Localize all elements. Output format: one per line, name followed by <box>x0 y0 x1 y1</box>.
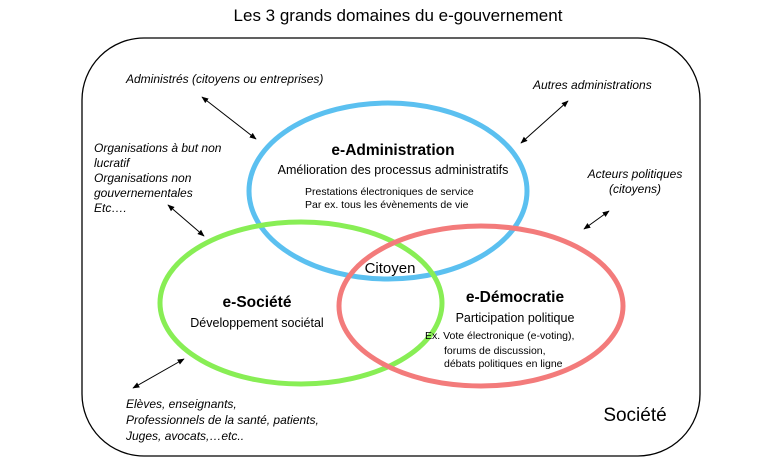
arrow-autres-administrations <box>520 100 569 144</box>
arrow-administres <box>201 96 257 140</box>
actor-societe: Elèves, enseignants, <box>126 397 237 411</box>
actor-societe: Professionnels de la santé, patients, <box>126 413 319 427</box>
democratie-subtitle: Participation politique <box>456 311 575 325</box>
actor-organisations: lucratif <box>94 156 131 170</box>
societe-subtitle: Développement sociétal <box>190 316 323 330</box>
frame-label: Société <box>603 405 666 426</box>
actor-administres: Administrés (citoyens ou entreprises) <box>125 72 323 86</box>
administration-circle <box>246 100 530 282</box>
center-label: Citoyen <box>365 260 416 277</box>
actor-autres-administrations: Autres administrations <box>532 78 652 92</box>
arrow-politiques <box>583 210 610 230</box>
actor-politiques: (citoyens) <box>609 182 661 196</box>
actor-organisations: Organisations à but non <box>94 141 222 155</box>
actor-societe: Juges, avocats,…etc.. <box>125 429 244 443</box>
society-frame <box>81 37 701 457</box>
administration-subtitle: Amélioration des processus administratif… <box>278 163 509 177</box>
democratie-detail: Ex. Vote électronique (e-voting), <box>425 330 574 342</box>
actor-organisations: gouvernementales <box>94 186 193 200</box>
societe-title: e-Société <box>223 294 292 311</box>
administration-detail: Par ex. tous les évènements de vie <box>305 199 469 211</box>
arrow-societe <box>132 358 185 389</box>
actor-politiques: Acteurs politiques <box>587 167 683 181</box>
democratie-circle <box>336 223 626 389</box>
administration-detail: Prestations électroniques de service <box>305 186 474 198</box>
democratie-detail: débats politiques en ligne <box>444 358 563 370</box>
societe-circle <box>157 219 445 387</box>
democratie-detail: forums de discussion, <box>444 345 546 357</box>
actor-organisations: Etc…. <box>94 201 127 215</box>
actor-organisations: Organisations non <box>94 171 192 185</box>
administration-title: e-Administration <box>331 142 454 159</box>
diagram-title: Les 3 grands domaines du e-gouvernement <box>234 6 563 25</box>
democratie-title: e-Démocratie <box>466 289 565 306</box>
arrow-organisations <box>167 204 205 237</box>
